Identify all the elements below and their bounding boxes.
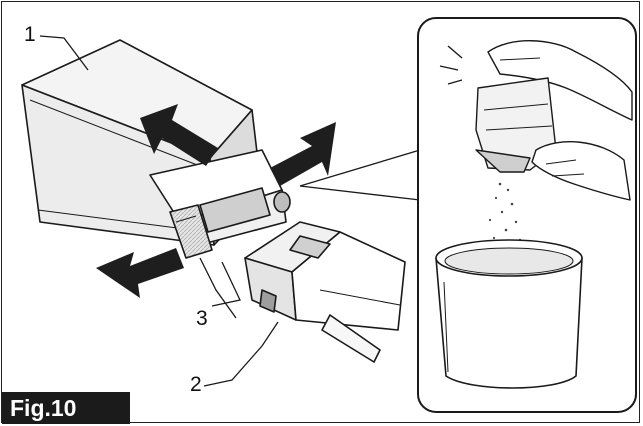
callout-3: 3 — [196, 307, 208, 330]
inset-connector — [299, 149, 421, 201]
dust-container-icon — [21, 39, 291, 259]
callout-1: 1 — [24, 23, 36, 46]
bucket-icon — [435, 239, 583, 389]
nozzle-icon — [244, 221, 406, 363]
arrow-icon — [96, 104, 336, 298]
callout-2: 2 — [190, 373, 202, 396]
figure-label: Fig.10 — [2, 392, 130, 424]
leader-lines — [39, 35, 279, 387]
hands-emptying-bag-icon — [439, 40, 633, 201]
